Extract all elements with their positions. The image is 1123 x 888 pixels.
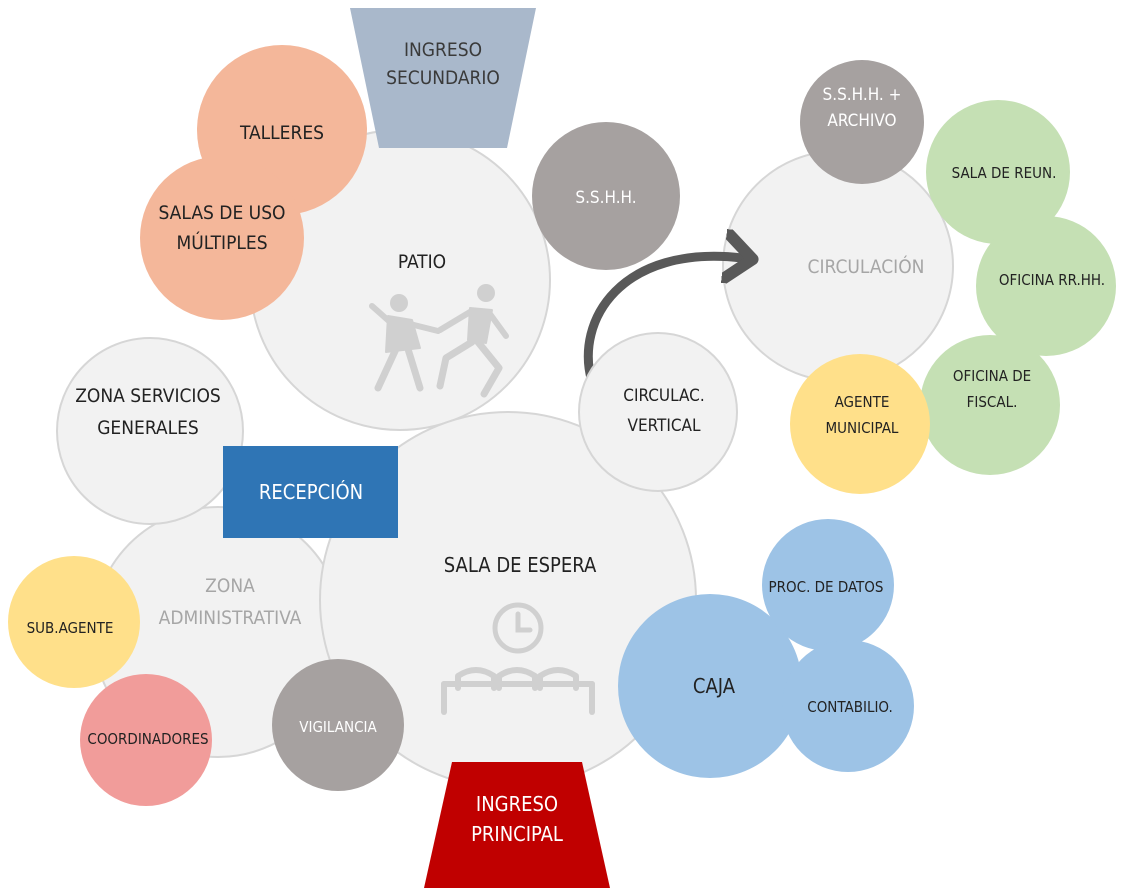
sshh-archivo-label-line: ARCHIVO: [827, 111, 896, 131]
patio-label-line: PATIO: [398, 251, 446, 273]
patio-label: PATIO: [398, 251, 446, 273]
contabilio-circle: [782, 640, 914, 772]
sala-reun-label-line: SALA DE REUN.: [952, 164, 1057, 182]
sshh-circle: [532, 122, 680, 270]
recepcion-box: [223, 446, 398, 538]
sala-reun-label: SALA DE REUN.: [952, 164, 1057, 182]
ingreso-principal-shape: [424, 762, 610, 888]
agente-municipal-circle: [790, 354, 930, 494]
sshh-label: S.S.H.H.: [575, 188, 636, 208]
sshh-label-line: S.S.H.H.: [575, 188, 636, 208]
waiting-chairs-icon: [441, 667, 595, 715]
agente-municipal-label-line: AGENTE: [835, 393, 890, 411]
recepcion-label: RECEPCIÓN: [259, 480, 363, 504]
talleres-label-line: TALLERES: [239, 122, 324, 144]
vigilancia-label: VIGILANCIA: [299, 718, 377, 736]
oficina-rrhh-label: OFICINA RR.HH.: [999, 271, 1105, 289]
sub-agente-label-line: SUB.AGENTE: [27, 619, 114, 637]
vigilancia-label-line: VIGILANCIA: [299, 718, 377, 736]
caja-circle: [618, 594, 802, 778]
circulacion-label-line: CIRCULACIÓN: [808, 254, 925, 278]
zona-administrativa-label: ZONA ADMINISTRATIVA: [159, 575, 302, 629]
clock-icon: [492, 602, 544, 654]
sala-espera-label: SALA DE ESPERA: [444, 553, 597, 577]
zona-servicios-label: ZONA SERVICIOS GENERALES: [75, 385, 221, 439]
agente-municipal-label-line: MUNICIPAL: [826, 419, 899, 437]
dancing-people-icon: [369, 284, 509, 398]
proc-datos-label: PROC. DE DATOS: [769, 578, 884, 596]
salas-uso-multiples-label: SALAS DE USO MÚLTIPLES: [158, 202, 285, 254]
oficina-fiscal-label: OFICINA DE FISCAL.: [953, 367, 1031, 411]
oficina-fiscal-label-line: FISCAL.: [967, 393, 1018, 411]
sub-agente-circle: [8, 556, 140, 688]
coordinadores-circle: [80, 674, 212, 806]
proc-datos-label-line: PROC. DE DATOS: [769, 578, 884, 596]
coordinadores-label-line: COORDINADORES: [87, 730, 208, 748]
zona-administrativa-label-line: ADMINISTRATIVA: [159, 607, 302, 629]
curved-arrow-icon: [583, 256, 742, 387]
agente-municipal-label: AGENTE MUNICIPAL: [826, 393, 899, 437]
zona-servicios-label-line: GENERALES: [97, 417, 199, 439]
salas-uso-multiples-circle: [140, 156, 304, 320]
salas-uso-multiples-label-line: SALAS DE USO: [158, 202, 285, 224]
circulac-vertical-label-line: CIRCULAC.: [623, 386, 704, 406]
oficina-rrhh-label-line: OFICINA RR.HH.: [999, 271, 1105, 289]
sub-agente-label: SUB.AGENTE: [27, 619, 114, 637]
circulac-vertical-label: CIRCULAC. VERTICAL: [623, 386, 704, 436]
contabilio-label: CONTABILIO.: [807, 698, 892, 716]
sshh-archivo-label: S.S.H.H. + ARCHIVO: [823, 85, 902, 131]
talleres-label: TALLERES: [239, 122, 324, 144]
circulacion-label: CIRCULACIÓN: [808, 254, 925, 278]
ingreso-secundario-label: INGRESO SECUNDARIO: [386, 39, 500, 89]
ingreso-principal-label: INGRESO PRINCIPAL: [471, 792, 563, 846]
coordinadores-label: COORDINADORES: [87, 730, 208, 748]
oficina-rrhh-circle: [976, 216, 1116, 356]
ingreso-secundario-label-line: SECUNDARIO: [386, 67, 500, 89]
zona-servicios-label-line: ZONA SERVICIOS: [75, 385, 221, 407]
sshh-archivo-label-line: S.S.H.H. +: [823, 85, 902, 105]
sshh-archivo-circle: [800, 60, 924, 184]
ingreso-secundario-label-line: INGRESO: [404, 39, 482, 61]
oficina-fiscal-circle: [920, 335, 1060, 475]
sala-reun-circle: [926, 100, 1070, 244]
recepcion-label-line: RECEPCIÓN: [259, 480, 363, 504]
ingreso-principal-label-line: PRINCIPAL: [471, 822, 563, 846]
proc-datos-circle: [762, 519, 894, 651]
sala-espera-label-line: SALA DE ESPERA: [444, 553, 597, 577]
zona-administrativa-label-line: ZONA: [205, 575, 255, 597]
zona-servicios-circle: [56, 337, 244, 525]
circulac-vertical-label-line: VERTICAL: [627, 416, 700, 436]
ingreso-secundario-shape: [350, 8, 536, 148]
circulac-vertical-circle: [578, 332, 738, 492]
contabilio-label-line: CONTABILIO.: [807, 698, 892, 716]
oficina-fiscal-label-line: OFICINA DE: [953, 367, 1031, 385]
ingreso-principal-label-line: INGRESO: [476, 792, 558, 816]
caja-label: CAJA: [693, 674, 736, 698]
vigilancia-circle: [272, 659, 404, 791]
salas-uso-multiples-label-line: MÚLTIPLES: [176, 230, 267, 254]
caja-label-line: CAJA: [693, 674, 736, 698]
